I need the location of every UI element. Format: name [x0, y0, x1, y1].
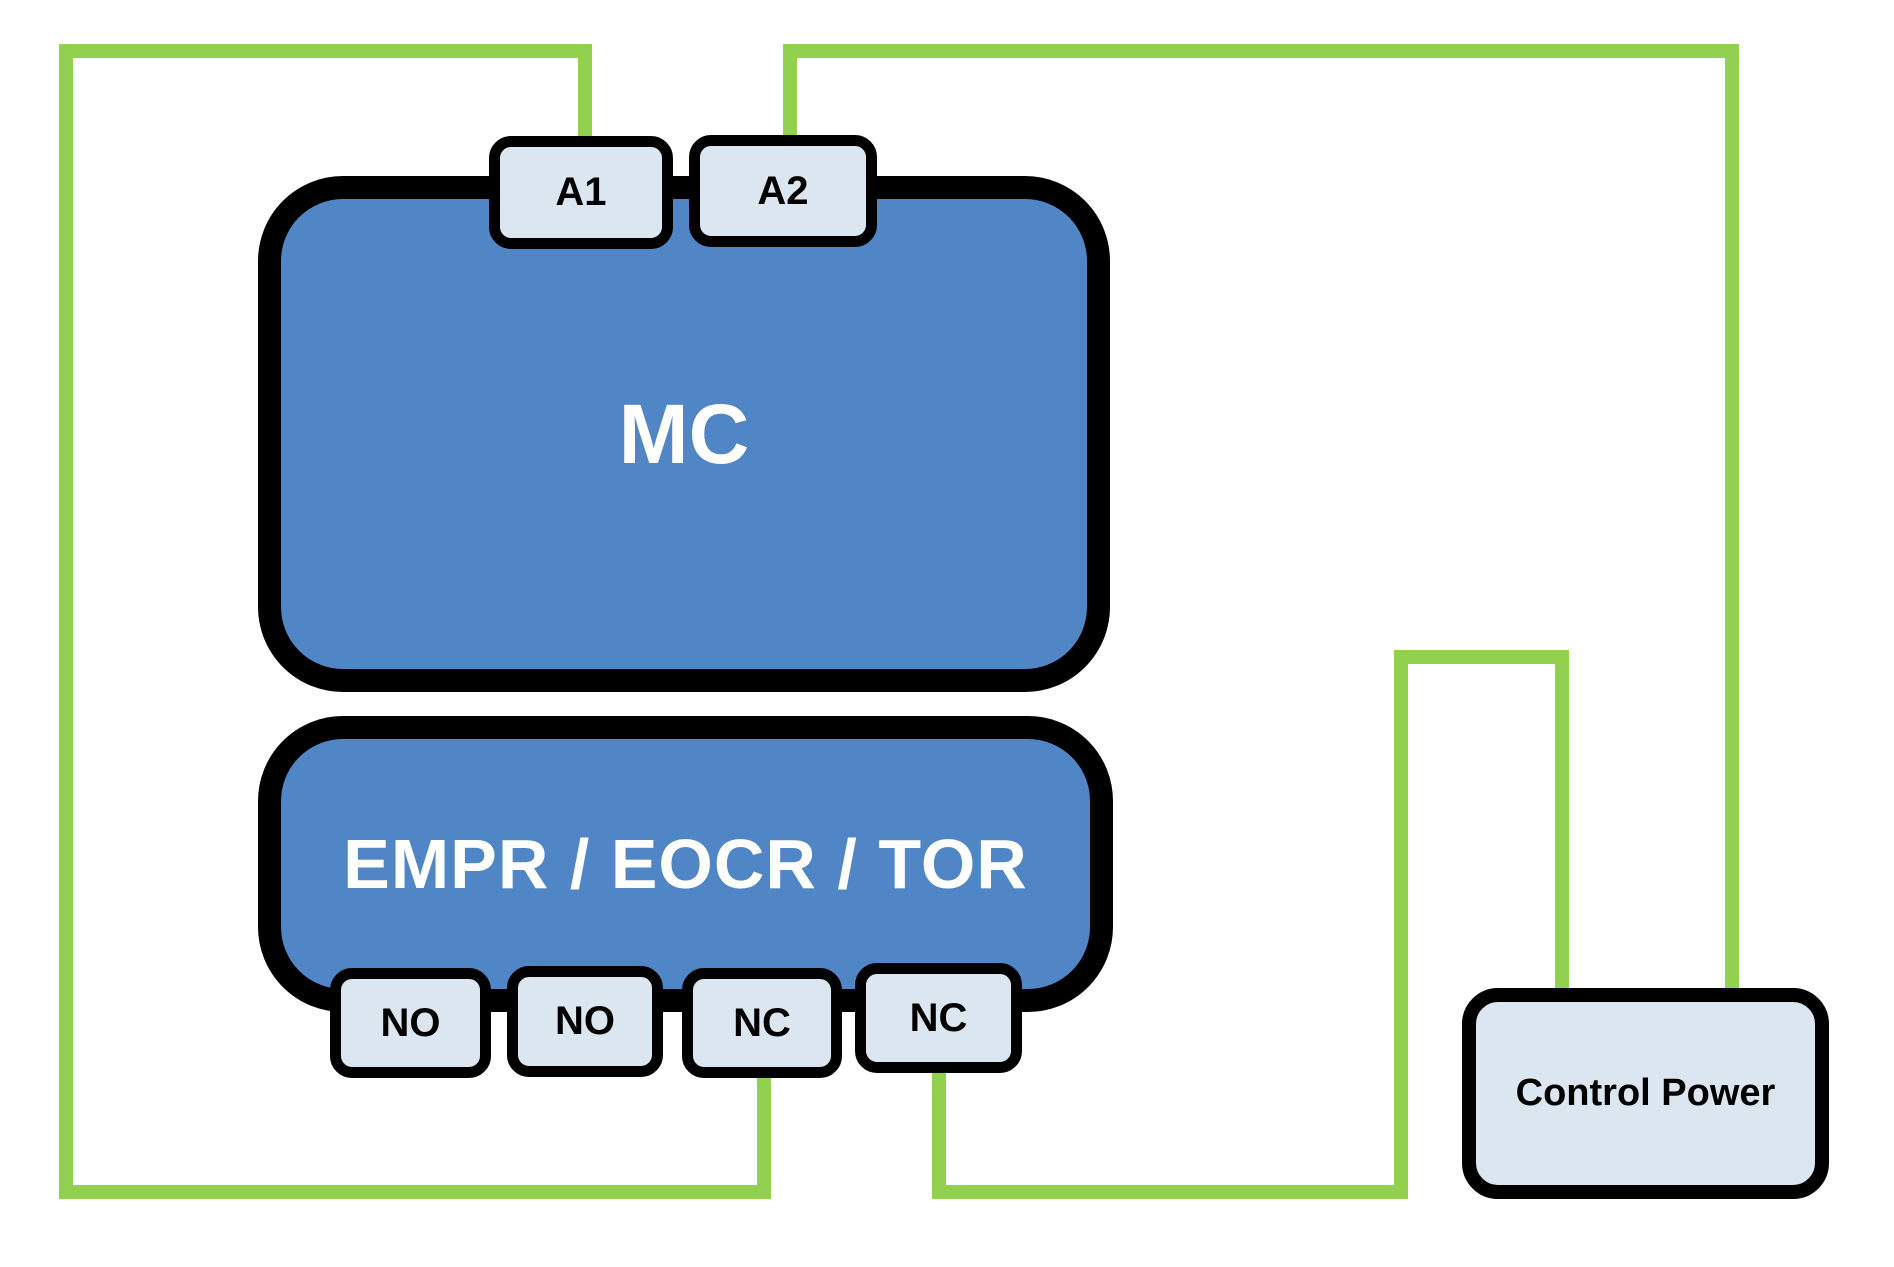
- wire-a2-riser: [783, 44, 797, 160]
- terminal-a1: A1: [489, 136, 673, 249]
- wire-loop-top-horizontal: [1394, 650, 1569, 664]
- control-power-label: Control Power: [1515, 1072, 1776, 1114]
- terminal-nc-2-label: NC: [909, 995, 968, 1040]
- wire-a1-riser: [578, 44, 592, 160]
- terminal-nc-2: NC: [855, 963, 1022, 1073]
- terminal-no-1: NO: [330, 968, 491, 1078]
- wire-loop-up-vertical: [1394, 650, 1408, 1199]
- terminal-no-2: NO: [507, 966, 663, 1077]
- terminal-a1-label: A1: [555, 170, 607, 214]
- wire-nc2-drop: [932, 1065, 946, 1199]
- overload-relay-label: EMPR / EOCR / TOR: [343, 825, 1028, 903]
- control-power-block: Control Power: [1462, 988, 1829, 1199]
- wire-top-right-horizontal: [783, 44, 1739, 58]
- wire-left-vertical: [59, 44, 73, 1199]
- wire-nc1-drop: [757, 1070, 771, 1199]
- wire-bottom-left-horizontal: [59, 1185, 771, 1199]
- terminal-no-2-label: NO: [555, 999, 615, 1043]
- wire-top-left-horizontal: [59, 44, 592, 58]
- contactor-label: MC: [618, 386, 750, 481]
- wire-right-vertical-to-power: [1725, 44, 1739, 1000]
- wire-bottom-right-horizontal: [932, 1185, 1408, 1199]
- terminal-nc-1: NC: [682, 968, 842, 1078]
- terminal-a2: A2: [689, 135, 877, 247]
- wire-loop-down-to-power: [1555, 650, 1569, 1000]
- terminal-no-1-label: NO: [380, 1000, 441, 1045]
- contactor-block: MC: [258, 176, 1110, 692]
- terminal-a2-label: A2: [757, 168, 809, 213]
- terminal-nc-1-label: NC: [733, 1000, 791, 1045]
